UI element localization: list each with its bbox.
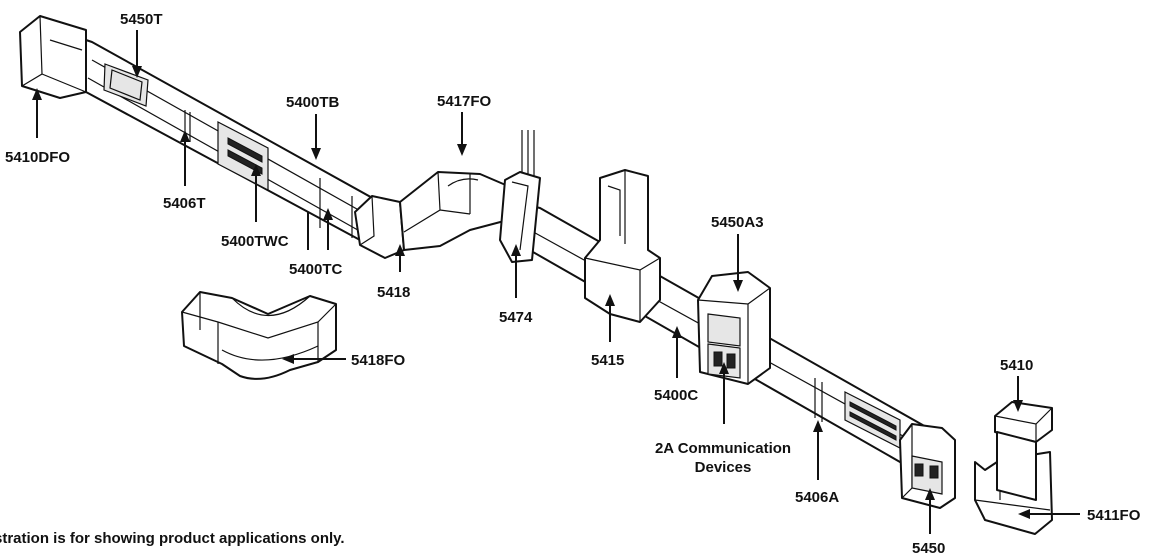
leader-5400twc (251, 164, 261, 222)
corner-fitting-5418 (354, 195, 405, 259)
leader-5410dfo (32, 88, 42, 138)
label-5400tb: 5400TB (286, 94, 340, 111)
leader-5411fo (1018, 509, 1080, 519)
label-5474: 5474 (499, 309, 533, 326)
label-5417fo: 5417FO (437, 93, 492, 110)
leader-5474 (511, 244, 521, 298)
fitting-5418fo (181, 291, 337, 380)
footnote: stration is for showing product applicat… (0, 530, 345, 547)
label-comm-devices-line1: 2A Communication (655, 440, 791, 457)
leader-5406t (180, 130, 190, 186)
label-5415: 5415 (591, 352, 624, 369)
end-fitting-5410dfo (19, 15, 87, 99)
leader-5406a (813, 420, 823, 480)
leader-5418fo (282, 354, 346, 364)
device-box-5450a3 (697, 271, 771, 385)
leader-5450 (925, 488, 935, 534)
label-comm-devices-line2: Devices (695, 459, 752, 476)
label-5450: 5450 (912, 540, 945, 557)
entrance-fitting-5474 (499, 130, 541, 263)
leader-5400tc (307, 208, 333, 250)
leader-5450a3 (733, 234, 743, 292)
label-5410: 5410 (1000, 357, 1033, 374)
leader-comm-devices (719, 362, 729, 424)
tee-fitting-5415 (584, 169, 661, 323)
label-5418fo: 5418FO (351, 352, 406, 369)
offset-fitting-5417fo (399, 171, 509, 251)
label-5400tc: 5400TC (289, 261, 343, 278)
label-5400c: 5400C (654, 387, 698, 404)
leader-5417fo (457, 112, 467, 156)
label-5406t: 5406T (163, 195, 206, 212)
leader-5418 (395, 244, 405, 272)
end-cap-5410 (994, 401, 1053, 501)
device-box-5450 (899, 423, 956, 509)
raceway-run-upper-left (85, 39, 386, 246)
label-5406a: 5406A (795, 489, 839, 506)
leader-5400c (672, 326, 682, 378)
leader-5400tb (311, 114, 321, 160)
leader-5450t (132, 30, 142, 78)
label-5450t: 5450T (120, 11, 163, 28)
label-5410dfo: 5410DFO (5, 149, 70, 166)
leader-5410 (1013, 376, 1023, 412)
label-5418: 5418 (377, 284, 410, 301)
label-5400twc: 5400TWC (221, 233, 289, 250)
label-5450a3: 5450A3 (711, 214, 764, 231)
leader-5415 (605, 294, 615, 342)
label-5411fo: 5411FO (1087, 507, 1141, 524)
